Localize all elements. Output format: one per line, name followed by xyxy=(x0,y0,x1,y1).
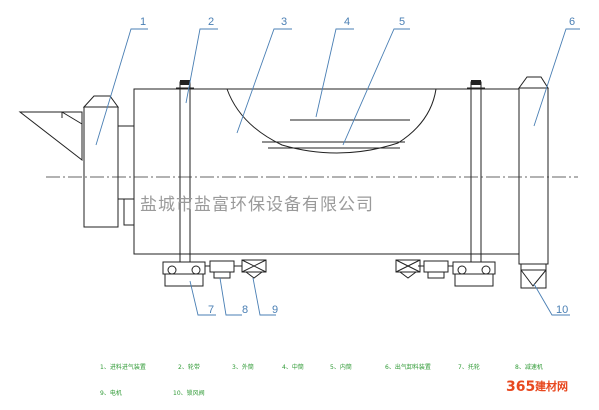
brand-watermark: 365 建材网 xyxy=(506,379,568,395)
label-5: 5 xyxy=(399,16,405,28)
legend-item-7: 7、托轮 xyxy=(458,363,480,371)
parts-legend: 1、进料进气装置 2、轮带 3、外筒 4、中筒 5、内筒 6、出气卸料装置 7、… xyxy=(100,363,543,397)
motor xyxy=(241,259,421,279)
legend-item-9: 9、电机 xyxy=(100,389,122,397)
brand-text: 建材网 xyxy=(535,379,568,393)
part-number-labels: 1 2 3 4 5 6 7 8 9 10 xyxy=(140,16,575,316)
middle-and-inner-cylinders xyxy=(226,88,437,154)
label-7: 7 xyxy=(208,304,214,316)
label-3: 3 xyxy=(281,16,287,28)
brand-number: 365 xyxy=(506,379,535,395)
company-watermark: 盐城市盐富环保设备有限公司 xyxy=(140,195,374,215)
feed-inlet-device xyxy=(18,95,135,228)
legend-item-6: 6、出气卸料装置 xyxy=(385,363,431,371)
label-10: 10 xyxy=(556,304,568,316)
reducer xyxy=(205,260,453,279)
leader-lines xyxy=(95,28,580,316)
legend-item-4: 4、中筒 xyxy=(282,363,304,371)
support-rollers xyxy=(162,261,496,287)
label-6: 6 xyxy=(569,16,575,28)
legend-item-1: 1、进料进气装置 xyxy=(100,363,146,371)
discharge-device xyxy=(518,76,549,289)
outer-drum-shell xyxy=(133,88,520,255)
legend-item-8: 8、减速机 xyxy=(515,363,543,371)
legend-item-2: 2、轮带 xyxy=(178,363,200,371)
label-2: 2 xyxy=(208,16,214,28)
legend-item-10: 10、锁风阀 xyxy=(173,389,205,397)
label-8: 8 xyxy=(242,304,248,316)
legend-item-5: 5、内筒 xyxy=(330,363,352,371)
label-9: 9 xyxy=(272,304,278,316)
riding-rings xyxy=(176,80,485,263)
legend-item-3: 3、外筒 xyxy=(232,363,254,371)
label-4: 4 xyxy=(344,16,350,28)
label-1: 1 xyxy=(140,16,146,28)
